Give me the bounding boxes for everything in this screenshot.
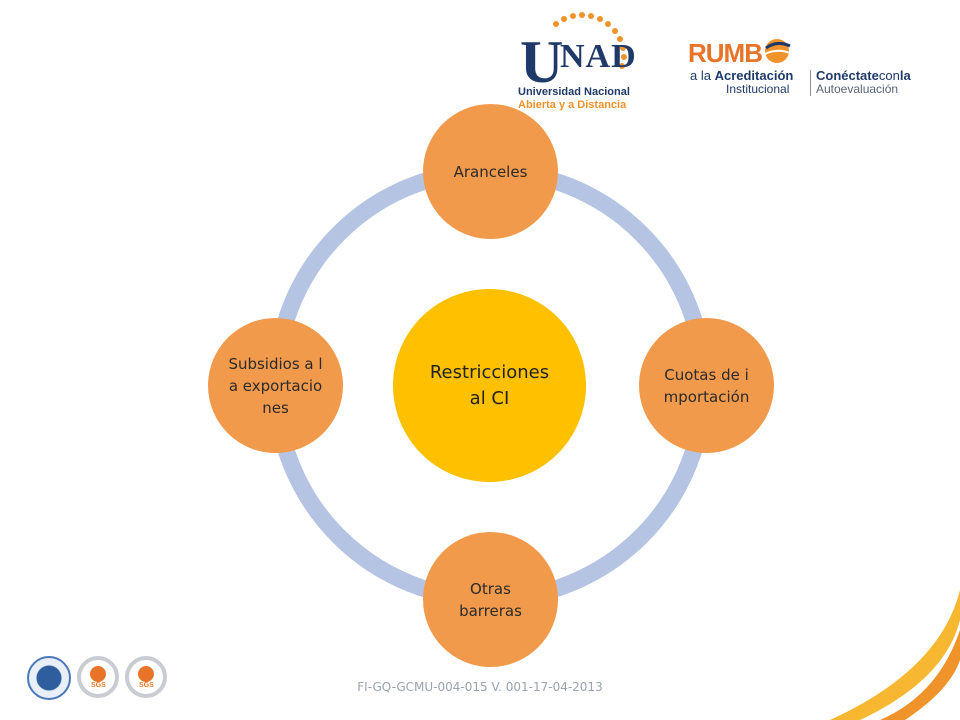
colombia-seal-icon [27,656,71,700]
decorative-swoosh [830,590,960,720]
rumbo-connect-bold2: la [899,68,911,83]
unad-name-line2: Abierta y a Distancia [518,99,627,111]
rumbo-connect-rest: con [878,68,900,83]
sgs-certification-icon: SGS [125,656,167,698]
rumbo-logo: RUMB a la Acreditación Institucional Con… [688,38,928,98]
node-aranceles-label: Aranceles [453,162,528,181]
rumbo-connect-bold: Conéctate [816,68,879,83]
rumbo-tagline-2: Institucional [726,82,790,96]
rumbo-tagline-1: a la Acreditación [690,68,793,83]
unad-name-line1: Universidad Nacional [518,86,630,98]
node-otras-barreras: Otras barreras [423,532,558,667]
checkmark-icon [90,666,106,682]
rumbo-tagline-bold: Acreditación [714,68,794,83]
unad-wordmark: U NAD [520,29,636,95]
node-subsidios-exportacion: Subsidios a la exportaciones [208,318,343,453]
rumbo-wordmark: RUMB [688,38,763,68]
node-otras-barreras-line1: Otras [470,579,511,598]
unad-dots-icon [553,12,627,69]
sgs-label: SGS [91,682,106,689]
rumbo-connect-line: Conéctateconla [816,68,911,83]
sgs-label: SGS [139,682,154,689]
checkmark-icon [138,666,154,682]
unad-letters-nad: NAD [560,38,637,75]
unad-logo: U NAD Universidad Nacional Abierta y a D… [512,10,640,111]
node-cuotas-importacion: Cuotas de importación [639,318,774,453]
unad-letter-u: U [520,29,564,95]
center-line2: al CI [469,387,510,409]
node-cuotas-importacion-label: Cuotas de importación [663,365,750,406]
rumbo-divider [810,70,811,96]
rumbo-autoevaluacion: Autoevaluación [816,82,899,96]
node-subsidios-exportacion-label: Subsidios a la exportaciones [228,354,323,417]
node-otras-barreras-line2: barreras [459,601,522,620]
center-line1: Restricciones [429,361,550,383]
node-aranceles: Aranceles [423,104,558,239]
node-restricciones-center: Restricciones al CI [393,289,586,482]
sgs-certification-icon: SGS [77,656,119,698]
rumbo-tagline-prefix: a la [690,68,715,83]
document-code: FI-GQ-GCMU-004-015 V. 001-17-04-2013 [357,680,603,694]
globe-icon [764,39,791,63]
